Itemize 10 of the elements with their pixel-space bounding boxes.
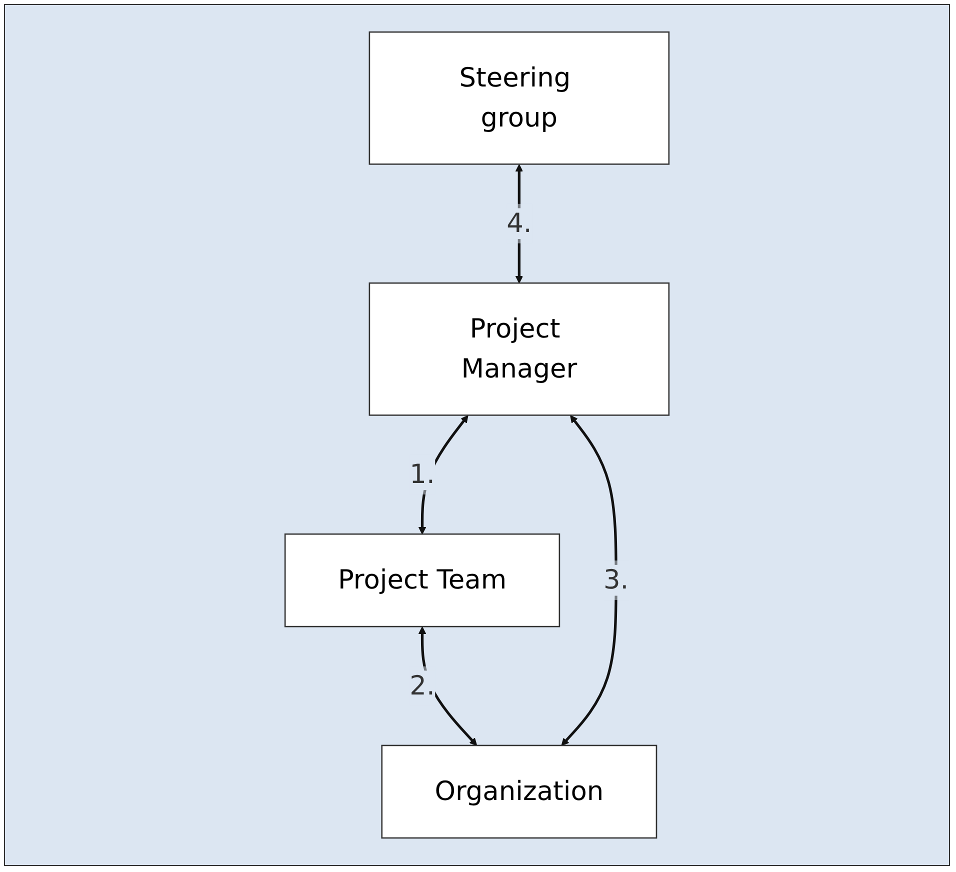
edge-label: 3. [603,564,629,596]
diagram-background: 4. 1. 2. 3. Steering group Project Manager Project Team Organization [4,4,950,866]
node-box [368,282,670,416]
edge-label: 4. [506,208,532,240]
node-box [368,31,670,165]
node-box [284,533,560,628]
edge-label: 2. [410,670,435,702]
arrow [561,415,618,746]
node-box [381,744,658,839]
edge-label: 1. [410,459,435,490]
